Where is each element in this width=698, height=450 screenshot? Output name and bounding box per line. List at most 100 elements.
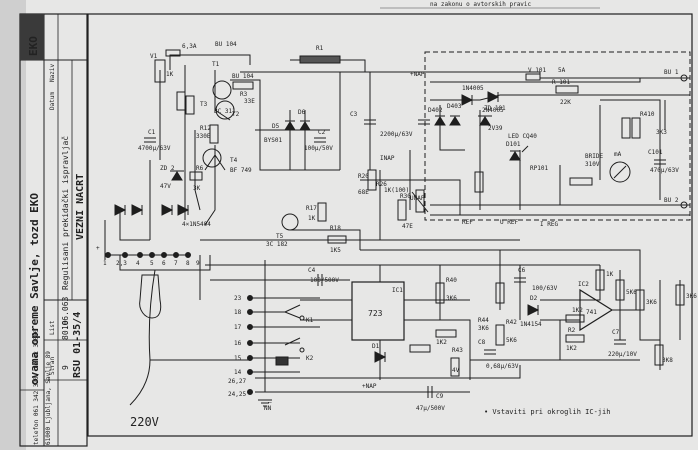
connector-bu2-icon — [680, 201, 688, 209]
capacitor-c101-icon — [654, 159, 666, 165]
sheet-label: List — [49, 320, 56, 335]
zener-zd101-icon — [478, 115, 492, 126]
r40-label: R40 — [446, 277, 457, 284]
resistor-r6-icon — [189, 171, 203, 181]
terminal-2627-label: 26,27 — [228, 378, 246, 385]
resistor-r17-icon — [317, 202, 327, 222]
t2-label: T2 — [232, 111, 240, 118]
r17-value: 1K — [308, 215, 316, 222]
r42-value: 5K6 — [506, 337, 517, 344]
terminal-16-label: 16 — [234, 340, 242, 347]
r18-value: 1K5 — [330, 247, 341, 254]
mains-voltage-label: 220V — [130, 415, 159, 429]
terminal-1-label: 1 — [103, 260, 107, 267]
resistor-r30-icon — [397, 199, 407, 221]
relay-coil-icon — [275, 356, 289, 366]
terminal-17-label: 17 — [234, 324, 242, 331]
r43-label: R43 — [452, 347, 463, 354]
c101-label: C101 — [648, 149, 663, 156]
r3-label: R3 — [240, 91, 248, 98]
r6-label: R6 — [196, 165, 204, 172]
c9-label: C9 — [436, 393, 444, 400]
title-line-1: Regulisani prekidački ispravljač — [60, 136, 70, 290]
t5-label: T5 — [276, 233, 284, 240]
d7-label: 1N4005 — [462, 85, 484, 92]
symbols — [105, 49, 688, 407]
c7-value: 220µ/10V — [608, 351, 637, 358]
mnap-label: +NAP — [410, 71, 425, 78]
r2-label: R2 — [568, 327, 576, 334]
date-label: Datum — [49, 92, 56, 110]
terminal-plus-label: + — [96, 245, 100, 252]
r30-value: 47E — [402, 223, 413, 230]
potentiometer-icon — [415, 189, 425, 213]
r43-value: 4V — [452, 367, 460, 374]
resistor-icon — [615, 279, 625, 301]
c3-label: C3 — [350, 111, 358, 118]
d5-label: D5 — [272, 123, 280, 130]
uref-label: U REF — [500, 219, 518, 226]
r44-value: 3K6 — [478, 325, 489, 332]
ic1-value: 723 — [368, 309, 383, 318]
bu2-label: BU 2 — [664, 197, 679, 204]
terminal-9-label: 9 — [196, 260, 200, 267]
terminal-minus-label: – — [268, 399, 272, 406]
relay-k2-icon — [284, 337, 305, 353]
c8-label: C8 — [478, 339, 486, 346]
d6-label: D6 — [298, 109, 306, 116]
terminal-6-label: 6 — [162, 260, 166, 267]
res-label-7: 3K8 — [662, 357, 673, 364]
d5-value: BYS01 — [264, 137, 282, 144]
component-labels: 6,3A V1 R1 1K BU 104 T1 BU 104 T2 T3 BC … — [96, 41, 697, 412]
diode-d5-icon — [284, 120, 296, 131]
t3-label: T3 — [200, 101, 208, 108]
v1-label: V1 — [150, 53, 158, 60]
ref-label: REF — [462, 219, 473, 226]
transistor-t5-icon — [281, 213, 299, 231]
zd2-label: ZD 2 — [160, 165, 175, 172]
r42-label: R42 — [506, 319, 517, 326]
fuse-v101-icon — [525, 73, 541, 81]
address-line: 61000 Ljubljana, Savlje 89 — [45, 351, 52, 445]
t3-type: BC 311 — [214, 108, 236, 115]
d2-value: 1N4154 — [520, 321, 542, 328]
unap-label: UNAP — [410, 195, 425, 202]
resistor-icon — [635, 289, 645, 311]
diode-d1-icon — [374, 351, 387, 363]
ic1-label: IC1 — [392, 287, 403, 294]
connector-bu1-icon — [680, 74, 688, 82]
r2-value: 1K2 — [566, 345, 577, 352]
terminal-strip-icon — [105, 252, 253, 395]
resistor-icon — [474, 171, 484, 193]
r6-value: 3K — [193, 185, 201, 192]
capacitor-c1-icon — [144, 137, 156, 143]
c3-value: 2200µ/63V — [380, 131, 413, 138]
naziv-label: Naziv — [49, 64, 56, 82]
top-note: na zakonu o avtorskih pravic — [430, 1, 532, 8]
zd101-label: ZD 101 — [484, 105, 506, 112]
paper-edge-shadow — [0, 0, 26, 450]
resistor-icon — [450, 357, 460, 377]
r3-value: 33E — [244, 98, 255, 105]
r410-label: R410 — [640, 111, 655, 118]
ic2-label: IC2 — [578, 281, 589, 288]
bride-value: 310V — [585, 161, 600, 168]
meter-icon — [609, 161, 631, 183]
d1-label: D1 — [372, 343, 380, 350]
installation-note: • Vstaviti pri okroglih IC-jih — [484, 408, 610, 416]
r101-value: 22K — [560, 99, 571, 106]
d2-label: D2 — [530, 295, 538, 302]
resistor-r101-icon — [555, 85, 579, 94]
res-label-5: 1K2 — [572, 307, 583, 314]
res-label-1: 1K — [606, 271, 614, 278]
bride-label: BRIDE — [585, 153, 603, 160]
fuse-f1-label: 6,3A — [182, 43, 197, 50]
terminal-5-label: 5 — [150, 260, 154, 267]
resistor-r20-icon — [367, 169, 377, 191]
c6-label: C6 — [518, 267, 526, 274]
t1-label: T1 — [212, 61, 220, 68]
c9-value: 47µ/500V — [416, 405, 445, 412]
mains-plug-sketch-icon — [139, 274, 162, 319]
diode-d6-icon — [299, 120, 311, 131]
k2-label: K2 — [306, 355, 314, 362]
